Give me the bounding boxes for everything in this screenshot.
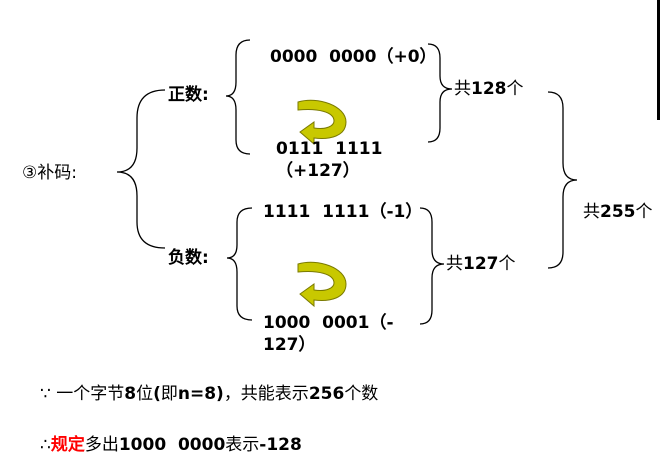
note-text: ，共能表示	[223, 384, 309, 404]
negative-bottom-value-line2: 127）	[263, 335, 316, 355]
total-prefix: 共	[583, 202, 600, 222]
note-because: ∵ 一个字节8位(即n=8)，共能表示256个数	[40, 383, 378, 405]
count-number: 127	[463, 254, 499, 274]
note-number: 8	[124, 384, 137, 404]
note-text: 位	[136, 384, 154, 404]
note-text: 个数	[344, 384, 379, 404]
positive-right-brace	[427, 43, 453, 143]
curved-arrow-icon	[297, 261, 347, 308]
negative-count: 共127个	[446, 253, 516, 275]
positive-top-value: 0000 0000（+0）	[270, 47, 437, 67]
note-text: 多出	[84, 435, 119, 455]
positive-bottom-value-line2: （+127）	[276, 161, 360, 181]
negative-bottom-value-line1: 1000 0001（-	[263, 313, 394, 333]
negative-right-brace	[419, 207, 445, 325]
highlight-word: 规定	[50, 435, 85, 455]
note-formula: n=8)	[177, 384, 224, 404]
positive-left-brace	[225, 39, 251, 155]
count-suffix: 个	[498, 254, 516, 274]
count-number: 128	[471, 79, 507, 99]
note-text: 即	[160, 384, 178, 404]
count-prefix: 共	[446, 254, 463, 274]
negative-label: 负数:	[168, 248, 209, 268]
total-number: 255	[600, 202, 636, 222]
positive-count: 共128个	[454, 78, 524, 100]
count-suffix: 个	[506, 79, 524, 99]
note-paren: (	[153, 384, 161, 404]
curved-arrow-icon	[297, 99, 347, 146]
note-therefore: ∴规定多出1000 0000表示-128	[40, 434, 302, 456]
positive-label: 正数:	[168, 85, 209, 105]
total-count: 共255个	[583, 201, 653, 223]
negative-top-value: 1111 1111（-1）	[263, 202, 423, 222]
therefore-symbol: ∴	[40, 435, 51, 455]
total-suffix: 个	[635, 202, 653, 222]
right-edge-line	[657, 0, 660, 120]
note-number: -128	[259, 435, 302, 455]
because-symbol: ∵	[40, 384, 57, 404]
total-right-brace	[547, 91, 578, 269]
note-text: 表示	[225, 435, 260, 455]
count-prefix: 共	[454, 79, 471, 99]
note-number: 256	[308, 384, 345, 404]
note-binary: 1000 0000	[118, 435, 226, 455]
main-left-brace	[116, 89, 166, 249]
note-text: 一个字节	[56, 384, 125, 404]
complement-title: ③补码:	[22, 163, 77, 183]
negative-left-brace	[226, 207, 253, 321]
positive-bottom-value-line1: 0111 1111	[276, 139, 383, 159]
